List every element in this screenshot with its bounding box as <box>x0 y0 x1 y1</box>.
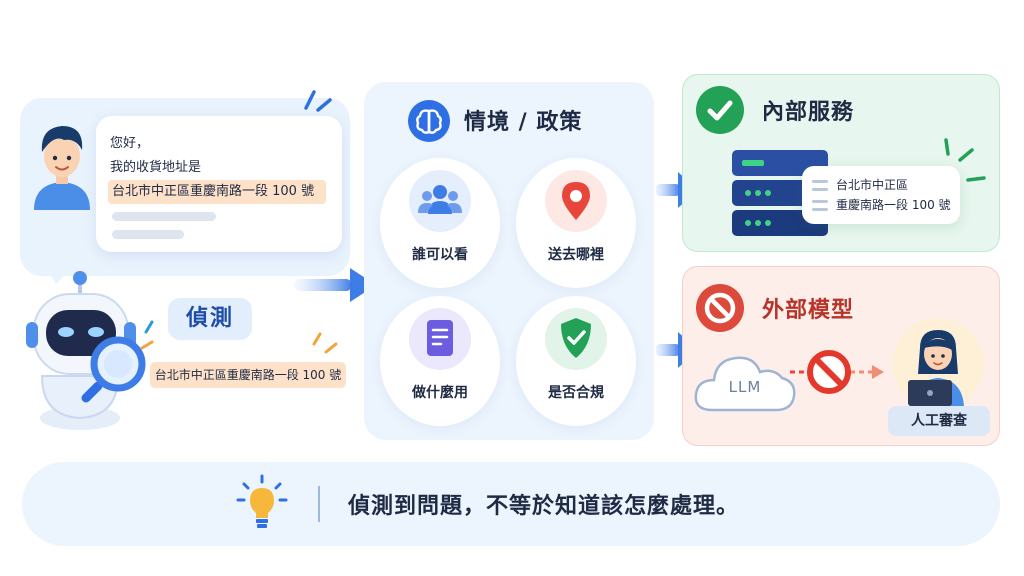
policy-who-can-view: 誰可以看 <box>380 158 500 288</box>
sparkle-icon <box>140 320 154 350</box>
detect-label: 偵測 <box>168 298 252 340</box>
placeholder-line <box>112 230 184 239</box>
policy-where-to-send: 送去哪裡 <box>516 158 636 288</box>
placeholder-line <box>112 212 216 221</box>
document-icon <box>409 308 471 370</box>
external-model-title: 外部模型 <box>762 298 855 323</box>
sparkle-icon <box>312 332 338 354</box>
chat-bubble: 您好， 我的收貨地址是 台北市中正區重慶南路一段 100 號 <box>96 116 342 252</box>
internal-address-card: 台北市中正區 重慶南路一段 100 號 <box>802 166 960 224</box>
cell-label: 送去哪裡 <box>548 247 604 263</box>
sparkle-icon <box>944 138 986 182</box>
check-circle-icon <box>696 86 744 134</box>
brain-icon <box>408 100 450 142</box>
user-avatar-icon <box>34 126 90 210</box>
cloud-icon <box>694 356 796 412</box>
cell-label: 是否合規 <box>548 385 604 401</box>
chat-greeting: 您好， <box>110 136 150 151</box>
shield-check-icon <box>545 308 607 370</box>
cell-label: 做什麼用 <box>412 385 468 401</box>
highlighted-address: 台北市中正區重慶南路一段 100 號 <box>108 180 326 204</box>
summary-banner <box>22 462 1000 546</box>
blocked-flow-icon <box>790 350 884 394</box>
robot-detector-icon <box>26 271 146 430</box>
internal-address-line2: 重慶南路一段 100 號 <box>836 198 951 212</box>
policy-purpose: 做什麼用 <box>380 296 500 426</box>
banner-divider <box>318 486 320 522</box>
summary-text: 偵測到問題，不等於知道該怎麼處理。 <box>348 494 740 519</box>
flow-arrow-icon <box>294 268 376 302</box>
context-title: 情境 / 政策 <box>464 110 583 135</box>
chat-line: 我的收貨地址是 <box>110 160 202 175</box>
policy-compliance: 是否合規 <box>516 296 636 426</box>
prohibited-icon <box>696 284 744 332</box>
location-pin-icon <box>545 170 607 232</box>
internal-service-title: 內部服務 <box>762 100 855 125</box>
internal-address-line1: 台北市中正區 <box>836 178 909 192</box>
llm-label: LLM <box>728 378 762 396</box>
lightbulb-icon <box>236 474 288 528</box>
users-icon <box>409 170 471 232</box>
sparkle-icon <box>304 90 332 112</box>
human-reviewer-icon <box>892 318 984 410</box>
speech-tail <box>44 262 78 284</box>
human-review-label: 人工審查 <box>888 406 990 436</box>
detected-address: 台北市中正區重慶南路一段 100 號 <box>150 362 346 388</box>
cell-label: 誰可以看 <box>412 247 468 263</box>
